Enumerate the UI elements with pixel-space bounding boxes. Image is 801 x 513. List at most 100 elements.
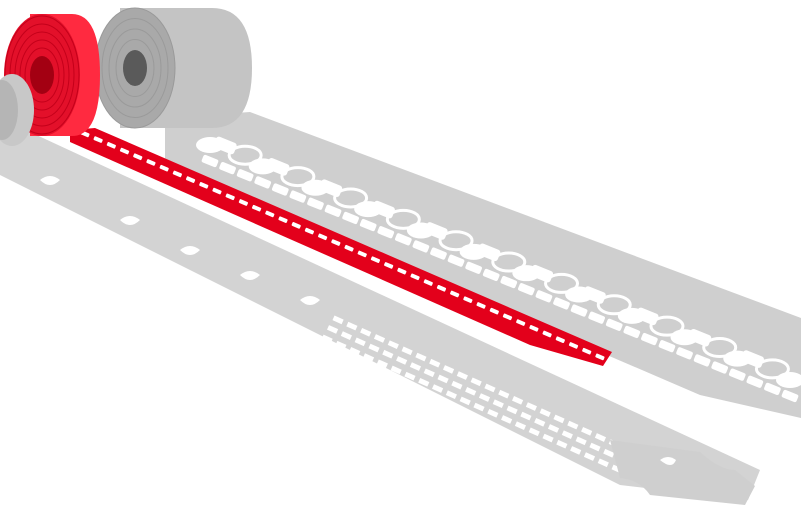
narrow-cutout-window xyxy=(534,417,546,427)
small-roll-face xyxy=(0,80,18,140)
red-cutout-hole xyxy=(502,313,513,321)
narrow-cutout-window xyxy=(442,365,455,374)
red-cutout-hole xyxy=(225,193,235,201)
narrow-cutout-window xyxy=(570,446,582,455)
narrow-cutout-window xyxy=(583,452,596,461)
roll-ring xyxy=(19,39,65,111)
narrow-cutout-window xyxy=(581,426,593,436)
wide-cutout-small xyxy=(289,190,307,203)
wide-cutout-small xyxy=(342,211,359,225)
narrow-cutout-window xyxy=(465,387,477,396)
narrow-cutout-notch xyxy=(180,246,200,255)
wide-cutout-ring xyxy=(596,294,632,316)
narrow-gray-die-cut-strip xyxy=(0,132,760,505)
wide-cutout-ring xyxy=(754,358,790,380)
red-cutout-hole xyxy=(106,142,116,149)
red-cutout-hole xyxy=(199,182,209,189)
narrow-cutout-window xyxy=(418,378,430,387)
narrow-cutout-window xyxy=(373,334,386,343)
narrow-cutout-window xyxy=(340,331,352,340)
wide-cutout-small xyxy=(201,154,219,168)
narrow-strip-tail-piece xyxy=(610,440,755,505)
roll-ring xyxy=(4,15,80,135)
wide-cutout-small xyxy=(570,304,588,317)
wide-gray-die-cut-strip xyxy=(165,112,801,418)
narrow-cutout-notch xyxy=(40,176,60,185)
red-die-cut-strip xyxy=(70,128,612,366)
red-cutout-hole xyxy=(172,170,182,178)
narrow-cutout-window xyxy=(321,334,333,344)
red-cutout-hole xyxy=(410,273,420,281)
red-cutout-hole xyxy=(304,227,315,235)
red-cutout-hole xyxy=(542,330,552,338)
narrow-cutout-window xyxy=(362,353,375,362)
narrow-cutout-window xyxy=(423,368,435,378)
wide-cutout-oval xyxy=(776,372,801,388)
wide-cutout-small xyxy=(518,283,535,296)
narrow-cutout-window xyxy=(327,325,339,334)
red-cutout-hole xyxy=(516,319,526,326)
narrow-cutout-window xyxy=(575,436,587,446)
narrow-cutout-window xyxy=(561,430,573,439)
narrow-cutout-window xyxy=(387,340,399,349)
narrow-cutout-window xyxy=(484,383,496,393)
narrow-cutout-window xyxy=(368,343,380,353)
red-cutout-hole xyxy=(212,187,222,195)
red-cutout-hole xyxy=(344,244,354,252)
red-cutout-hole xyxy=(318,233,328,241)
narrow-cutout-window xyxy=(346,321,358,331)
red-cutout-hole xyxy=(159,164,169,172)
large-roll-rings xyxy=(94,7,176,129)
narrow-cutout-window xyxy=(473,402,485,412)
narrow-cutout-window xyxy=(501,415,513,424)
large-gray-roll xyxy=(94,7,252,129)
wide-cutout-ring xyxy=(280,166,316,188)
red-cutout-hole xyxy=(384,262,394,269)
wide-cutout-small xyxy=(764,382,781,395)
red-cutout-hole xyxy=(476,302,486,309)
narrow-cutout-window xyxy=(456,371,468,380)
red-cutout-hole xyxy=(119,147,130,155)
wide-cutout-ring xyxy=(544,272,580,294)
narrow-cutout-window xyxy=(451,380,463,390)
wide-cutout-ring xyxy=(702,337,738,359)
red-cutout-hole xyxy=(238,199,249,206)
narrow-cutout-window xyxy=(360,327,372,337)
wide-cutout-small xyxy=(711,361,729,374)
red-cutout-hole xyxy=(397,267,407,275)
wide-cutout-ring xyxy=(385,208,421,230)
narrow-cutout-window xyxy=(520,411,532,421)
narrow-cutout-window xyxy=(556,439,568,449)
narrow-cutout-window xyxy=(409,362,422,371)
narrow-cutout-window xyxy=(498,389,510,399)
wide-cutout-small xyxy=(307,197,324,210)
narrow-cutout-window xyxy=(542,433,554,443)
red-cutout-hole xyxy=(146,159,156,166)
wide-cutout-ring xyxy=(649,315,685,337)
narrow-cutout-window xyxy=(470,377,482,387)
red-strip-cutouts xyxy=(80,130,605,361)
narrow-cutout-window xyxy=(547,424,560,433)
wide-cutout-small xyxy=(658,340,676,353)
red-cutout-hole xyxy=(331,239,341,246)
narrow-cutout-window xyxy=(390,365,402,375)
roll-ring xyxy=(115,39,155,97)
narrow-cutout-window xyxy=(349,347,361,356)
narrow-cutout-window xyxy=(492,399,504,409)
narrow-cutout-window xyxy=(512,396,524,405)
narrow-cutout-window xyxy=(553,414,565,424)
narrow-cutout-window xyxy=(335,340,347,350)
narrow-cutout-window xyxy=(401,346,413,356)
roll-ring xyxy=(24,47,60,103)
wide-cutout-small xyxy=(641,332,658,346)
wide-cutout-ring xyxy=(333,187,369,209)
wide-cutout-small xyxy=(535,290,553,303)
red-cutout-hole xyxy=(357,250,367,258)
wide-cutout-small xyxy=(781,389,799,403)
wide-cutout-small xyxy=(482,268,500,282)
wide-cutout-small xyxy=(553,297,570,310)
narrow-cutout-window xyxy=(478,393,491,402)
narrow-cutout-window xyxy=(404,371,416,381)
red-cutout-hole xyxy=(133,153,143,161)
